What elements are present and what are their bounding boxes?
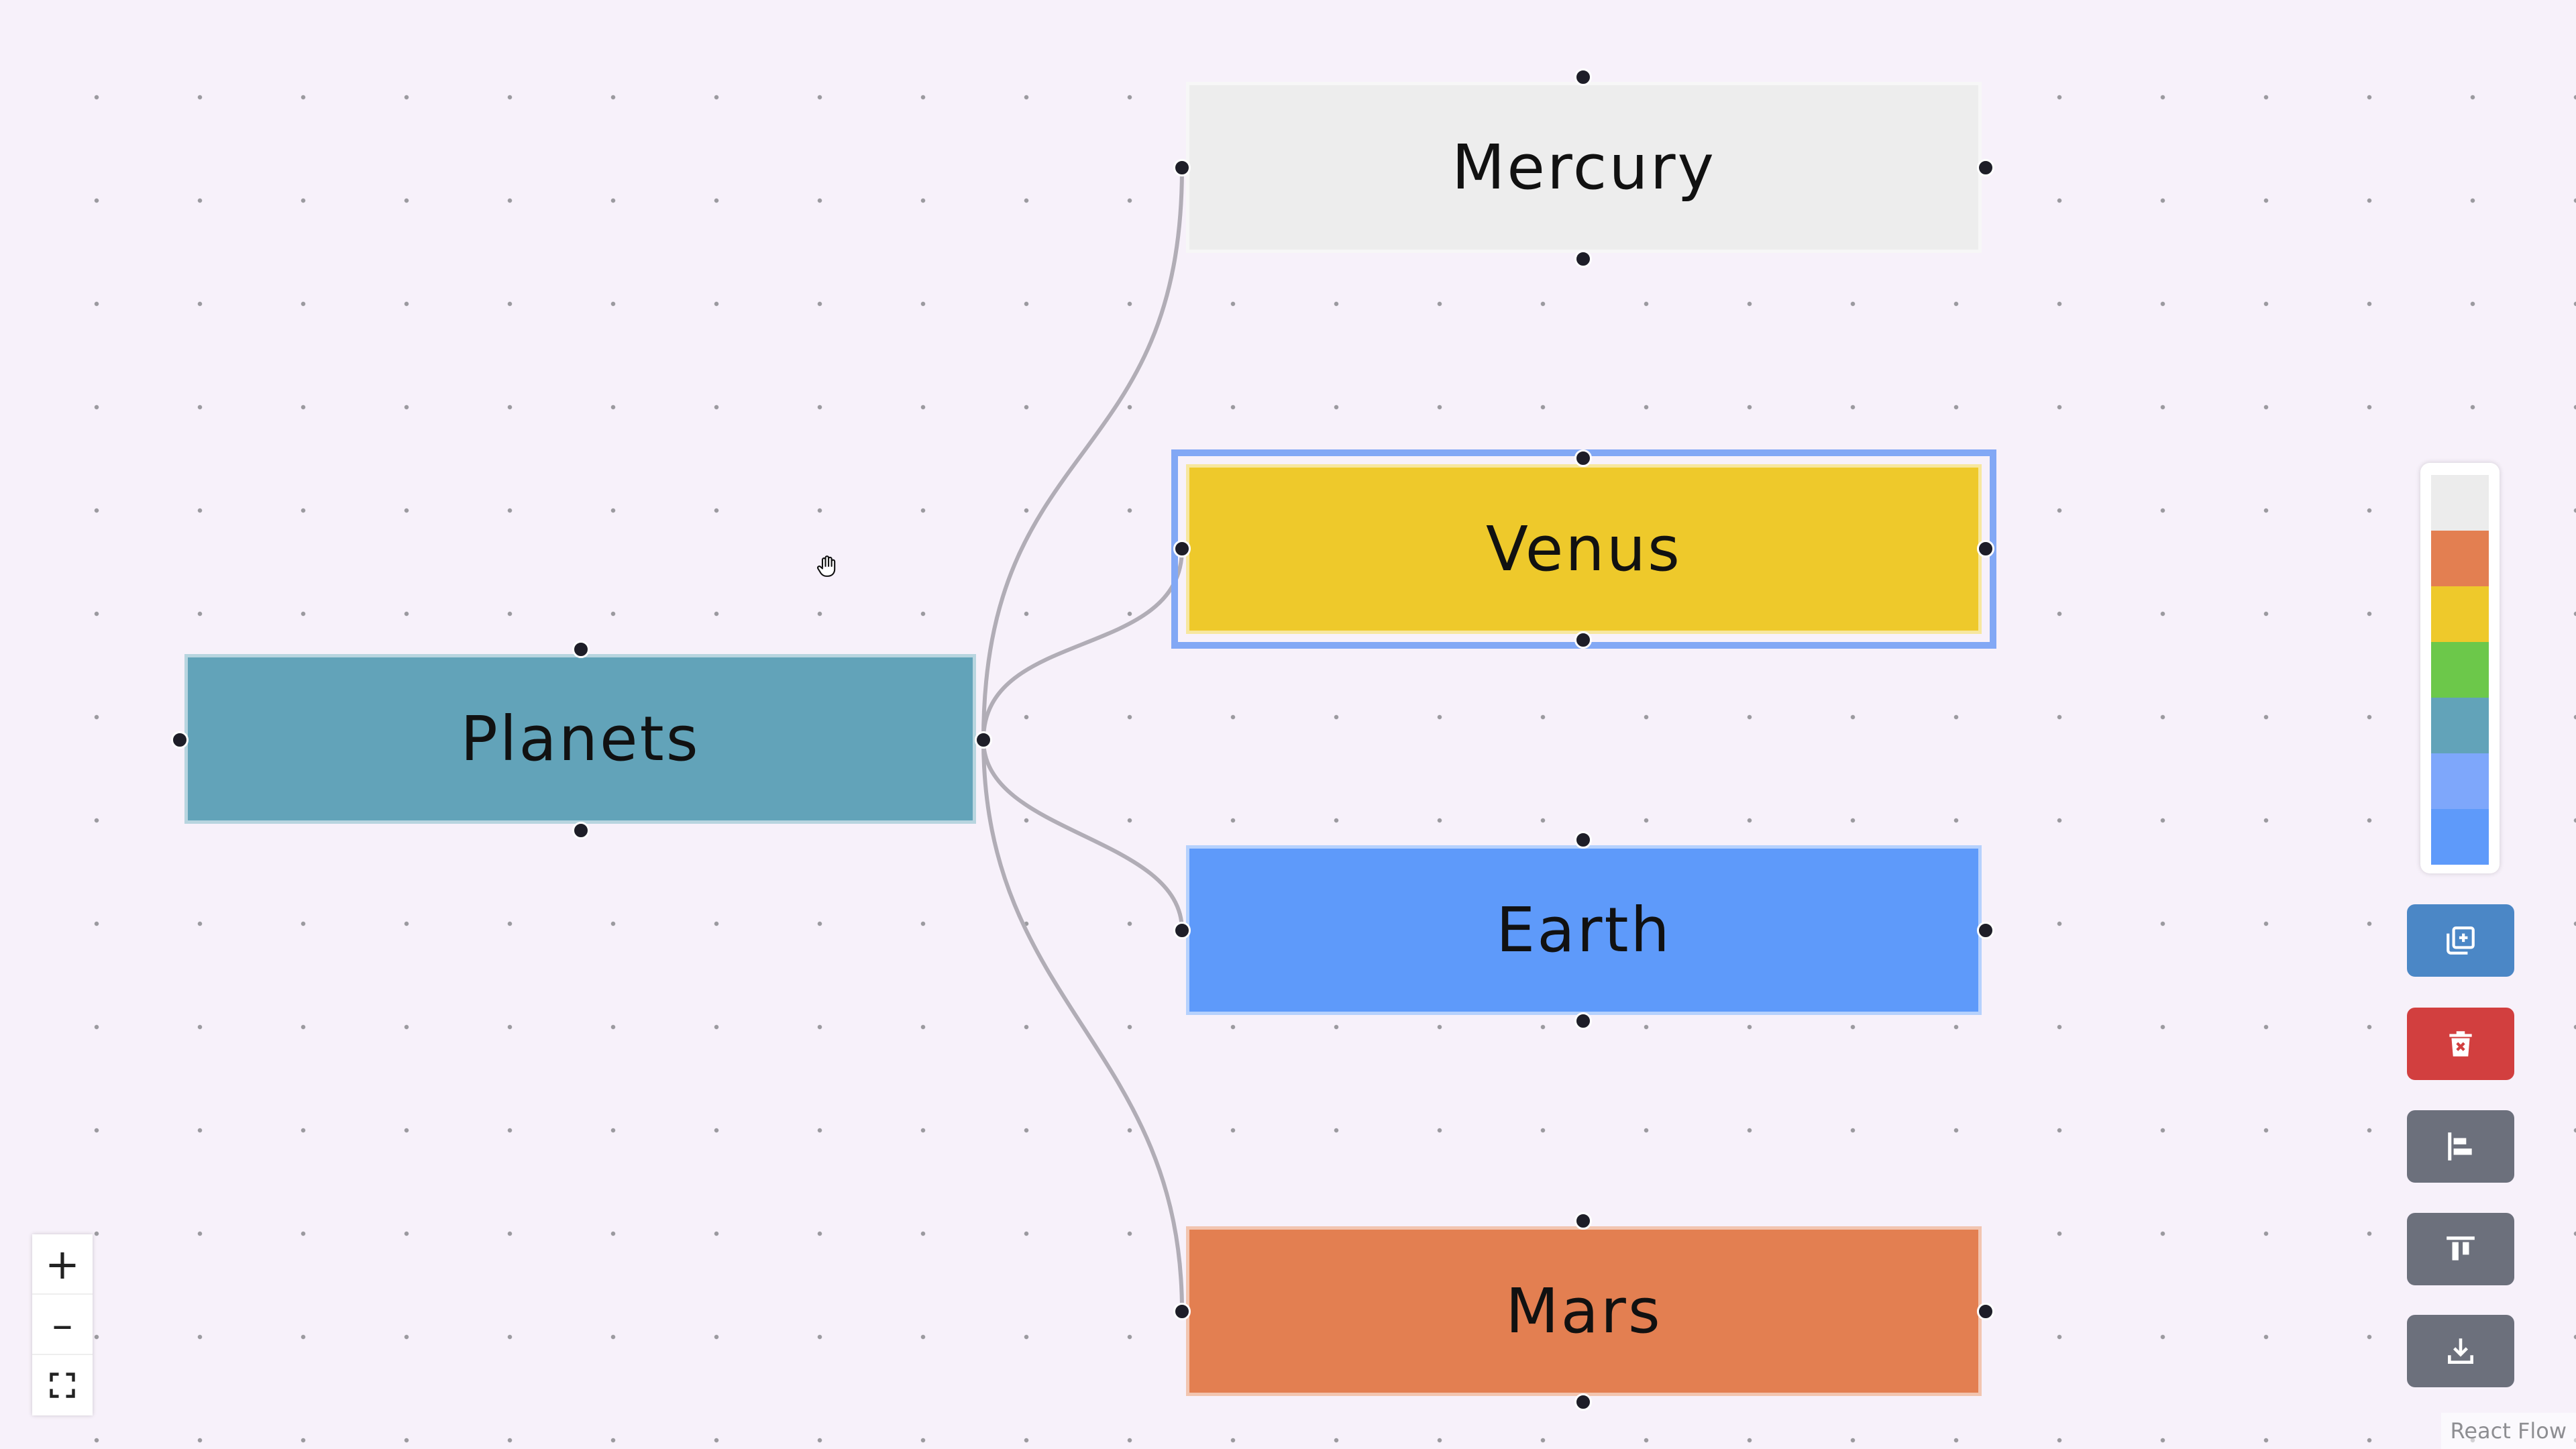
node-handle-right[interactable] xyxy=(1977,159,1994,176)
color-swatch[interactable] xyxy=(2431,531,2489,586)
align-top-icon xyxy=(2447,1236,2475,1260)
node-label: Venus xyxy=(1486,513,1682,585)
node-handle-top[interactable] xyxy=(1574,831,1592,849)
color-swatch[interactable] xyxy=(2431,698,2489,753)
color-swatch[interactable] xyxy=(2431,753,2489,809)
fullscreen-icon xyxy=(50,1373,75,1398)
hand-cursor-icon xyxy=(817,555,836,577)
node-handle-bottom[interactable] xyxy=(1574,250,1592,268)
node-label: Mercury xyxy=(1452,131,1716,203)
edge-planets-earth[interactable] xyxy=(981,739,1184,931)
node-handle-bottom[interactable] xyxy=(1574,1012,1592,1030)
node-handle-left[interactable] xyxy=(1173,1303,1191,1320)
node-earth[interactable]: Earth xyxy=(1186,845,1982,1015)
node-handle-left[interactable] xyxy=(1173,540,1191,557)
zoom-controls: + – xyxy=(32,1234,93,1415)
node-handle-top[interactable] xyxy=(1574,449,1592,467)
align-left-icon xyxy=(2448,1132,2472,1161)
node-handle-bottom[interactable] xyxy=(1574,1393,1592,1411)
zoom-out-button[interactable]: – xyxy=(32,1295,93,1355)
node-label: Mars xyxy=(1505,1275,1662,1347)
node-handle-bottom[interactable] xyxy=(1574,631,1592,649)
color-swatch[interactable] xyxy=(2431,642,2489,698)
download-icon xyxy=(2448,1338,2473,1364)
fit-view-button[interactable] xyxy=(32,1355,93,1415)
edge-planets-mercury[interactable] xyxy=(981,167,1184,741)
node-mercury[interactable]: Mercury xyxy=(1186,82,1982,253)
node-handle-right[interactable] xyxy=(1977,1303,1994,1320)
color-swatch[interactable] xyxy=(2431,475,2489,531)
node-handle-top[interactable] xyxy=(1574,1212,1592,1230)
color-swatch[interactable] xyxy=(2431,586,2489,642)
node-label: Planets xyxy=(460,703,700,775)
align-top-button[interactable] xyxy=(2407,1213,2514,1285)
node-mars[interactable]: Mars xyxy=(1186,1226,1982,1396)
align-left-button[interactable] xyxy=(2407,1110,2514,1183)
node-handle-left[interactable] xyxy=(1173,159,1191,176)
edge-planets-mars[interactable] xyxy=(981,739,1184,1312)
node-label: Earth xyxy=(1496,894,1672,966)
delete-button[interactable] xyxy=(2407,1008,2514,1080)
add-node-button[interactable] xyxy=(2407,904,2514,977)
node-handle-top[interactable] xyxy=(572,641,590,658)
download-button[interactable] xyxy=(2407,1315,2514,1387)
color-swatch[interactable] xyxy=(2431,809,2489,865)
node-handle-left[interactable] xyxy=(1173,922,1191,939)
zoom-in-button[interactable]: + xyxy=(32,1234,93,1295)
node-handle-left[interactable] xyxy=(171,731,189,749)
add-copy-icon xyxy=(2447,926,2475,955)
node-handle-right[interactable] xyxy=(975,731,992,749)
react-flow-attribution[interactable]: React Flow xyxy=(2440,1413,2576,1449)
trash-icon xyxy=(2449,1031,2472,1057)
node-venus[interactable]: Venus xyxy=(1171,449,1996,649)
color-palette xyxy=(2420,463,2500,873)
node-handle-bottom[interactable] xyxy=(572,822,590,839)
node-handle-top[interactable] xyxy=(1574,68,1592,86)
node-handle-right[interactable] xyxy=(1977,922,1994,939)
node-handle-right[interactable] xyxy=(1977,540,1994,557)
node-planets[interactable]: Planets xyxy=(184,654,976,824)
edge-planets-venus[interactable] xyxy=(981,548,1184,741)
